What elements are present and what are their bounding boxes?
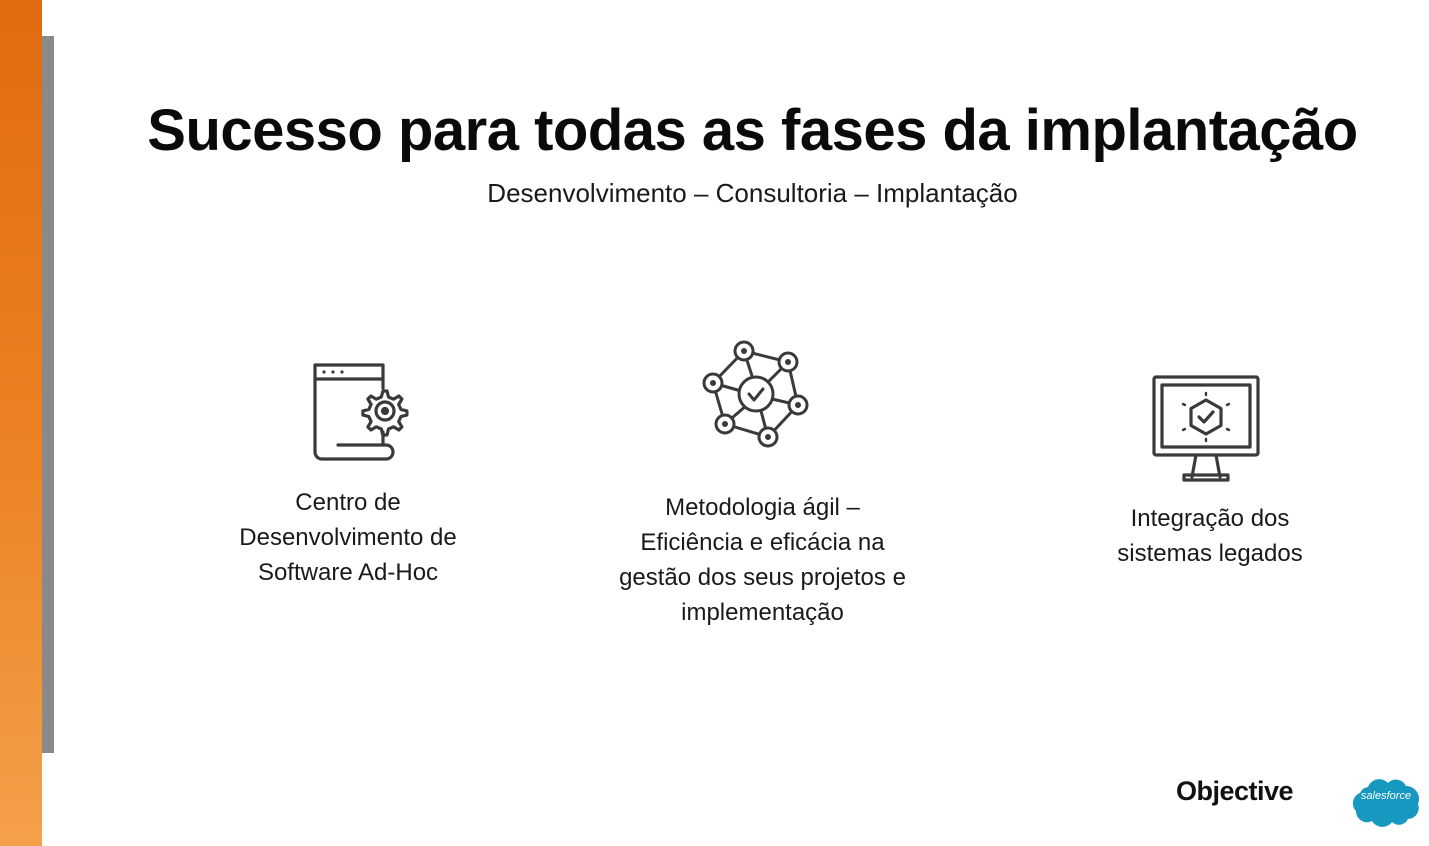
- feature-line: Centro de: [295, 489, 401, 516]
- feature-line: sistemas legados: [1117, 540, 1303, 567]
- slide-subtitle: Desenvolvimento – Consultoria – Implanta…: [487, 178, 1018, 208]
- feature-line: Metodologia ágil –: [665, 494, 860, 521]
- feature-line: gestão dos seus projetos e: [619, 564, 906, 591]
- feature-software-center-text: Centro de Desenvolvimento de Software Ad…: [198, 485, 498, 590]
- slide-title: Sucesso para todas as fases da implantaç…: [147, 98, 1358, 163]
- monitor-integration-icon: [1150, 373, 1264, 485]
- feature-integration-text: Integração dos sistemas legados: [1060, 501, 1360, 571]
- feature-line: Software Ad-Hoc: [257, 559, 439, 586]
- feature-line: Desenvolvimento de: [239, 524, 457, 551]
- accent-side-shadow: [42, 36, 54, 753]
- accent-side-bar: [0, 0, 42, 846]
- feature-line: Integração dos: [1130, 505, 1290, 532]
- objective-logo: Objective: [1176, 776, 1294, 806]
- salesforce-logo-text: salesforce: [1360, 790, 1412, 802]
- feature-line: implementação: [681, 599, 844, 626]
- feature-agile-text: Metodologia ágil – Eficiência e eficácia…: [580, 490, 945, 630]
- salesforce-logo: [1350, 773, 1422, 832]
- agile-network-icon: [700, 337, 812, 449]
- feature-line: Eficiência e eficácia na: [640, 529, 885, 556]
- software-gear-icon: [310, 360, 414, 464]
